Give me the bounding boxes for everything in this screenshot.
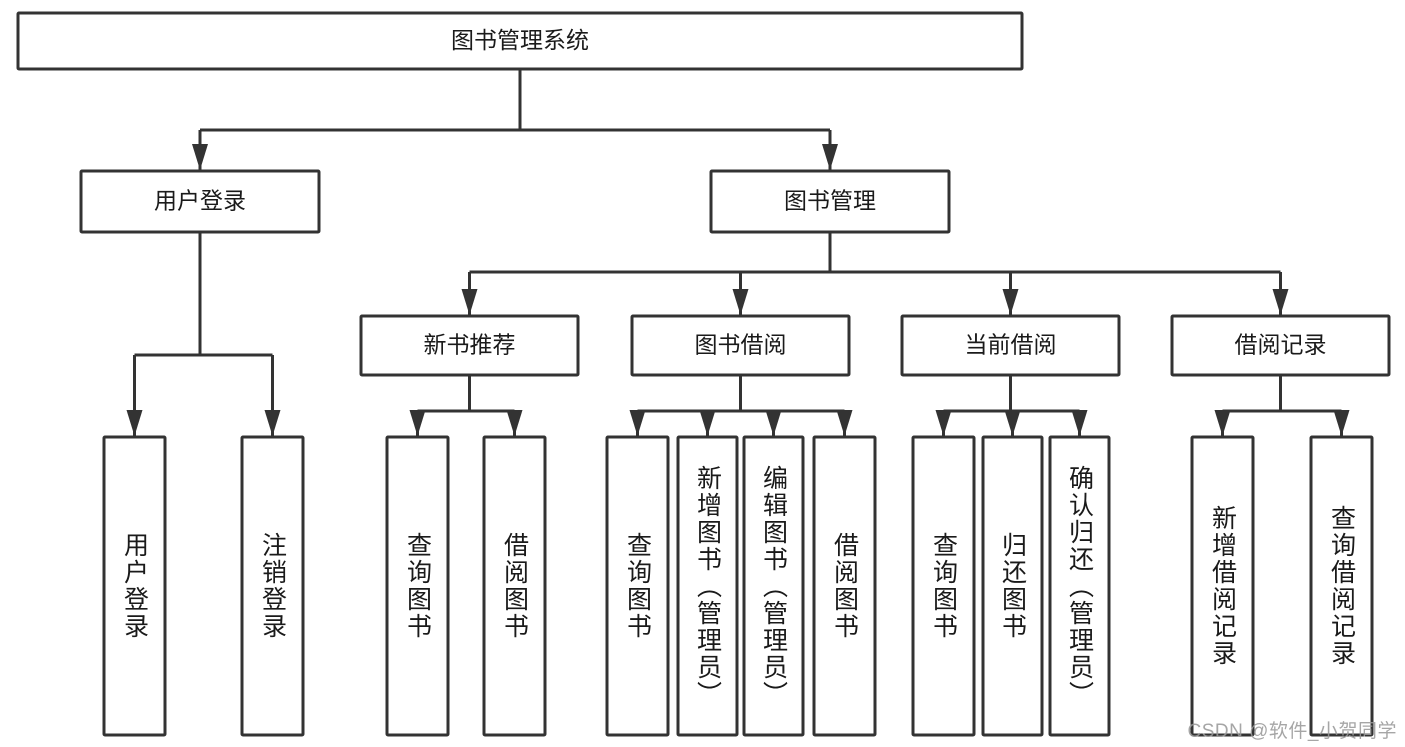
node-label-book-management: 图书管理 <box>784 188 876 214</box>
node-box-leaf-borrow-book-2[interactable] <box>812 435 877 737</box>
connector-layer <box>126 69 1350 436</box>
node-label-user-login: 用户登录 <box>154 188 246 214</box>
node-box-new-book-recommend[interactable] <box>359 314 580 377</box>
arrow-head-icon-leaf-query-book-3 <box>935 410 952 436</box>
node-label-root: 图书管理系统 <box>451 27 589 53</box>
arrow-head-icon-current-borrow <box>1002 289 1019 315</box>
arrow-head-icon-leaf-query-record <box>1333 410 1350 436</box>
node-box-leaf-return-book[interactable] <box>981 435 1044 737</box>
arrow-head-icon-book-borrow <box>732 289 749 315</box>
node-label-borrow-record: 借阅记录 <box>1235 332 1327 358</box>
node-label-book-borrow: 图书借阅 <box>695 332 787 358</box>
arrow-head-icon-leaf-confirm-return <box>1071 410 1088 436</box>
arrow-head-icon-leaf-return-book <box>1004 410 1021 436</box>
node-box-leaf-query-book-1[interactable] <box>385 435 450 737</box>
node-box-leaf-add-record[interactable] <box>1190 435 1255 737</box>
node-label-current-borrow: 当前借阅 <box>965 332 1057 358</box>
arrow-head-icon-book-management <box>822 144 838 170</box>
node-box-leaf-add-book[interactable] <box>676 435 739 737</box>
node-box-root[interactable] <box>16 11 1024 71</box>
box-layer <box>16 11 1391 737</box>
node-box-leaf-borrow-book-1[interactable] <box>482 435 547 737</box>
node-box-user-login[interactable] <box>79 169 321 234</box>
arrow-head-icon-leaf-borrow-book-2 <box>836 410 853 436</box>
arrow-head-icon-leaf-add-book <box>699 410 716 436</box>
arrow-head-icon-user-login <box>192 144 208 170</box>
arrow-head-icon-new-book-recommend <box>461 289 478 315</box>
arrow-head-icon-leaf-edit-book <box>765 410 782 436</box>
node-box-leaf-query-book-2[interactable] <box>605 435 670 737</box>
node-box-book-borrow[interactable] <box>630 314 851 377</box>
arrow-head-icon-borrow-record <box>1272 289 1289 315</box>
arrow-head-icon-leaf-user-login <box>126 410 143 436</box>
csdn-watermark: CSDN @软件_小贺同学 <box>1187 721 1397 742</box>
node-box-leaf-logout-login[interactable] <box>240 435 305 737</box>
arrow-head-icon-leaf-add-record <box>1214 410 1231 436</box>
node-box-borrow-record[interactable] <box>1170 314 1391 377</box>
node-box-leaf-confirm-return[interactable] <box>1048 435 1111 737</box>
node-box-leaf-edit-book[interactable] <box>742 435 805 737</box>
arrow-head-icon-leaf-logout-login <box>264 410 281 436</box>
arrow-head-icon-leaf-query-book-2 <box>629 410 646 436</box>
node-box-leaf-user-login[interactable] <box>102 435 167 737</box>
node-box-book-management[interactable] <box>709 169 951 234</box>
node-box-leaf-query-book-3[interactable] <box>911 435 976 737</box>
node-box-current-borrow[interactable] <box>900 314 1121 377</box>
node-box-leaf-query-record[interactable] <box>1309 435 1374 737</box>
arrow-head-icon-leaf-borrow-book-1 <box>506 410 523 436</box>
arrow-head-icon-leaf-query-book-1 <box>409 410 426 436</box>
node-label-new-book-recommend: 新书推荐 <box>424 332 516 358</box>
